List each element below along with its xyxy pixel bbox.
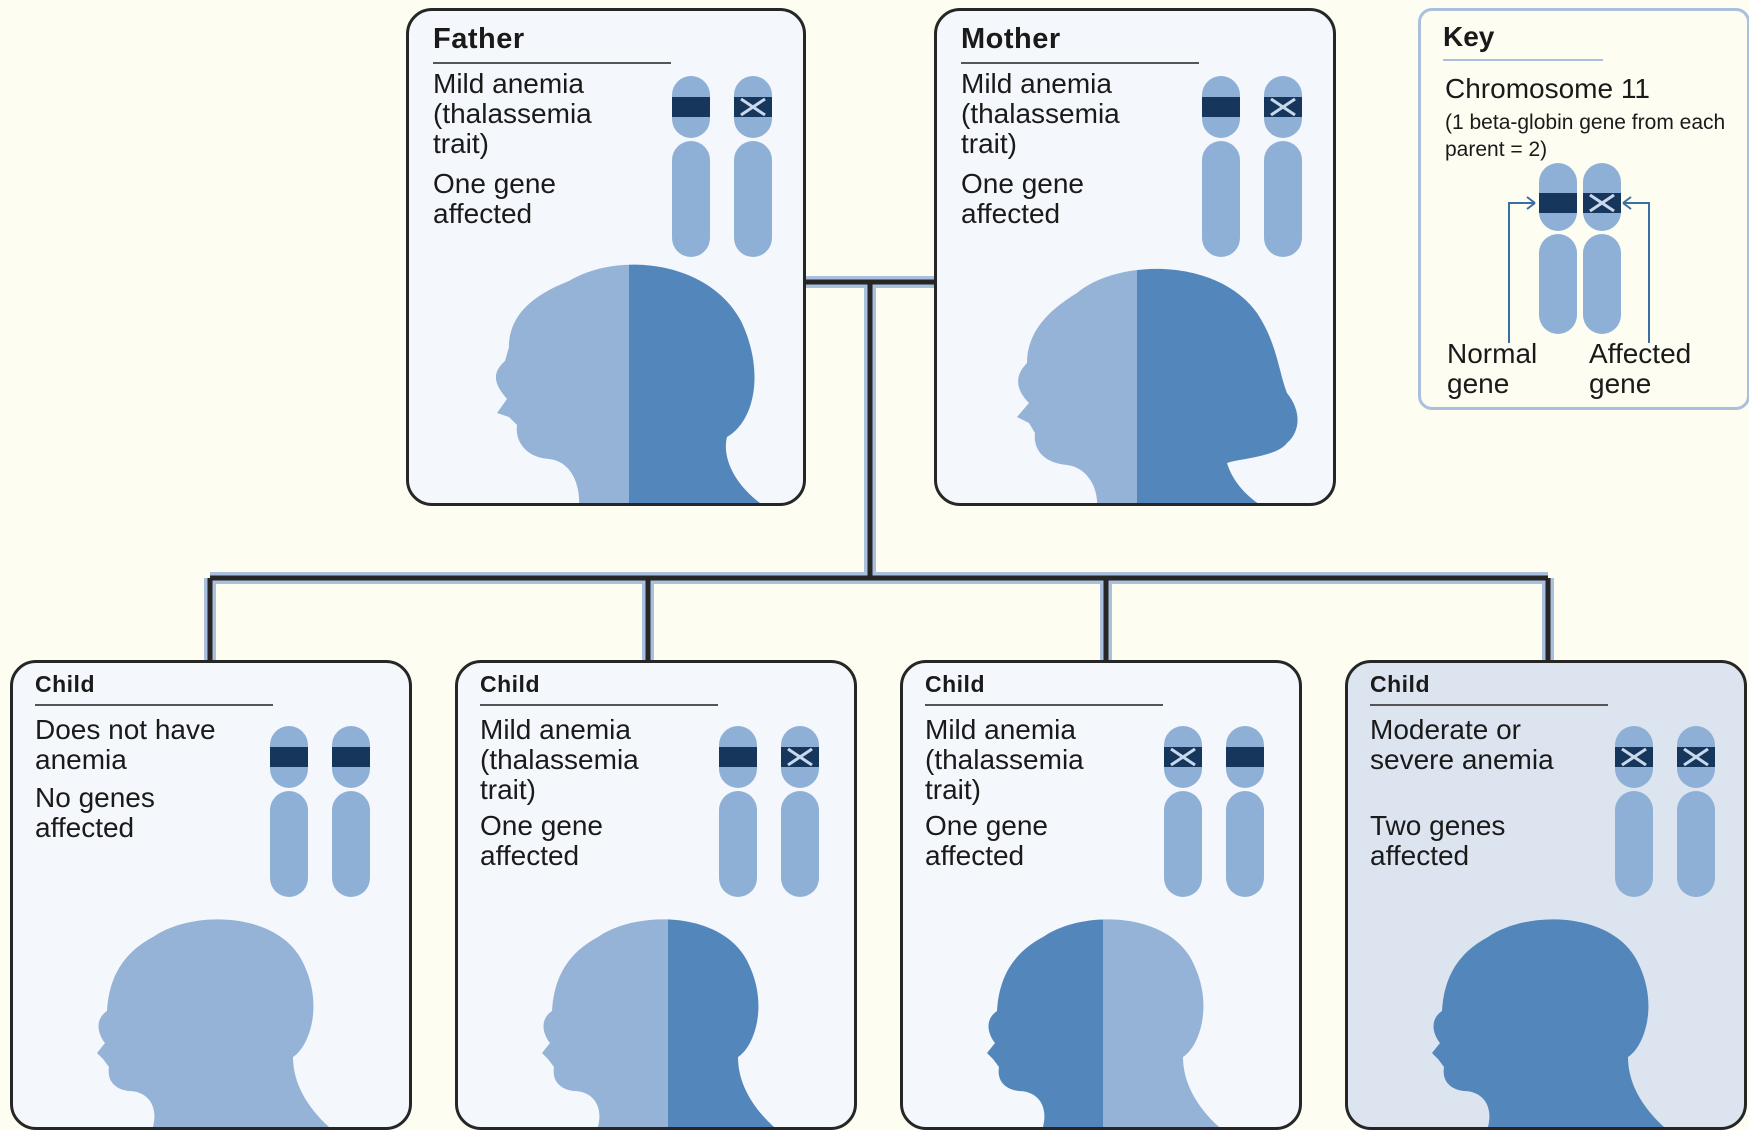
key-chromosome-label: Chromosome 11 <box>1445 73 1650 104</box>
key-note: (1 beta-globin gene from each parent = 2… <box>1445 111 1726 161</box>
key-affected-gene-label: Affected gene <box>1589 338 1692 399</box>
child-2-condition: Mild anemia (thalassemia trait) <box>480 714 639 805</box>
child-1-chromosome-normal-b <box>332 726 370 897</box>
mother-condition: Mild anemia (thalassemia trait) <box>961 68 1120 159</box>
child-4-title: Child <box>1370 671 1608 706</box>
child-card-severe: Child Moderate or severe anemia Two gene… <box>1345 660 1747 1130</box>
child-2-chromosome-affected <box>781 726 819 897</box>
child-4-genes: Two genes affected <box>1370 810 1506 871</box>
mother-title: Mother <box>961 23 1199 64</box>
father-condition: Mild anemia (thalassemia trait) <box>433 68 592 159</box>
child-1-condition: Does not have anemia <box>35 714 216 775</box>
key-normal-gene-label: Normal gene <box>1447 338 1538 399</box>
child-2-chromosome-normal <box>719 726 757 897</box>
child-1-chromosome-normal-a <box>270 726 308 897</box>
key-chromosome-diagram <box>1508 163 1650 343</box>
child-3-head-silhouette <box>987 919 1219 1127</box>
child-3-genes: One gene affected <box>925 810 1048 871</box>
child-4-chromosome-affected-b <box>1677 726 1715 897</box>
child-1-title: Child <box>35 671 273 706</box>
father-title: Father <box>433 23 671 64</box>
child-4-condition: Moderate or severe anemia <box>1370 714 1554 775</box>
child-1-genes: No genes affected <box>35 782 155 843</box>
mother-chromosome-affected <box>1264 76 1302 257</box>
child-4-chromosome-affected-a <box>1615 726 1653 897</box>
father-head-silhouette <box>495 264 769 503</box>
father-genes: One gene affected <box>433 168 556 229</box>
mother-chromosome-normal <box>1202 76 1240 257</box>
child-card-trait-father: Child Mild anemia (thalassemia trait) On… <box>455 660 857 1130</box>
child-4-head-silhouette <box>1432 919 1664 1127</box>
child-3-condition: Mild anemia (thalassemia trait) <box>925 714 1084 805</box>
child-card-trait-mother: Child Mild anemia (thalassemia trait) On… <box>900 660 1302 1130</box>
child-1-head-silhouette <box>97 919 329 1127</box>
father-chromosome-normal <box>672 76 710 257</box>
key-title: Key <box>1443 21 1603 61</box>
key-panel: Key Chromosome 11 (1 beta-globin gene fr… <box>1418 8 1749 410</box>
child-2-head-silhouette <box>542 919 774 1127</box>
mother-card: Mother Mild anemia (thalassemia trait) O… <box>934 8 1336 506</box>
mother-genes: One gene affected <box>961 168 1084 229</box>
father-card: Father Mild anemia (thalassemia trait) O… <box>406 8 806 506</box>
child-3-chromosome-normal <box>1226 726 1264 897</box>
child-2-title: Child <box>480 671 718 706</box>
child-3-title: Child <box>925 671 1163 706</box>
mother-head-silhouette <box>1017 268 1298 503</box>
child-3-chromosome-affected <box>1164 726 1202 897</box>
father-chromosome-affected <box>734 76 772 257</box>
child-card-unaffected: Child Does not have anemia No genes affe… <box>10 660 412 1130</box>
child-2-genes: One gene affected <box>480 810 603 871</box>
